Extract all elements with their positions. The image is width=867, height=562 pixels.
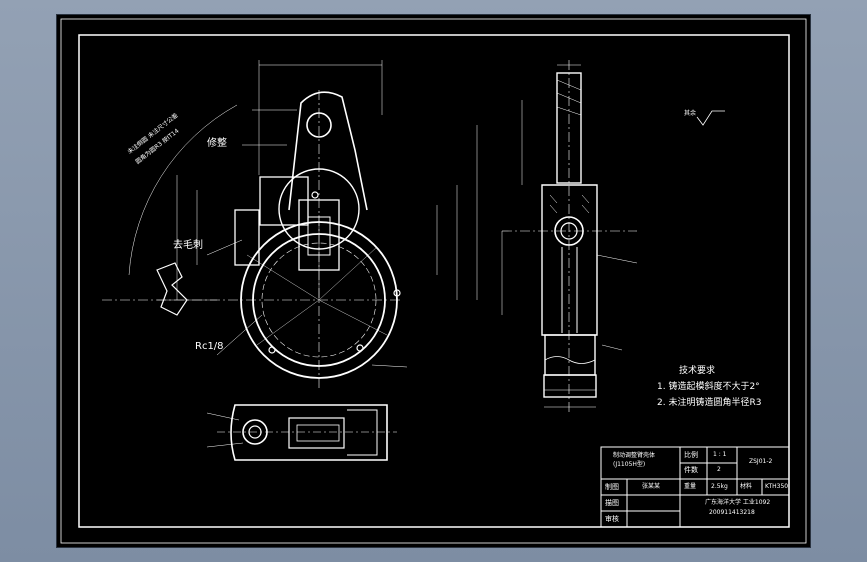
- material-label: 材料: [740, 483, 753, 490]
- thread-label: Rc1/8: [195, 341, 224, 352]
- weight-label: 重量: [684, 483, 697, 490]
- surface-finish-note: 其余: [684, 110, 697, 117]
- scale-value: 1 : 1: [713, 451, 727, 458]
- draw-label: 描图: [605, 499, 619, 507]
- tech-req-item1: 1. 铸造起模斜度不大于2°: [657, 382, 760, 392]
- drawn-name: 张某某: [642, 483, 661, 490]
- drawing-sheet: 修整 去毛刺 Rc1/8 未注倒圆 未注尺寸公差 圆角为圆R3 按IT14 其余…: [57, 15, 810, 547]
- school-name: 广东海洋大学 工业1092: [705, 499, 771, 506]
- scale-label: 比例: [684, 451, 698, 459]
- part-name-line2: (J1105H型): [613, 461, 646, 468]
- tech-req-title: 技术要求: [679, 366, 716, 376]
- qty-value: 2: [717, 466, 721, 473]
- drawn-label: 制图: [605, 483, 619, 491]
- weight-value: 2.5kg: [711, 483, 728, 490]
- material-value: KTH350: [765, 483, 789, 490]
- engineering-drawing: [60, 18, 807, 544]
- deburr-label: 去毛刺: [173, 240, 203, 251]
- tech-req-item2: 2. 未注明铸造圆角半径R3: [657, 398, 762, 408]
- part-name-line1: 制动调整臂壳体: [613, 452, 656, 459]
- qty-label: 件数: [684, 466, 698, 474]
- student-id: 200911413218: [709, 509, 755, 516]
- drawing-number: ZSJ01-2: [749, 458, 773, 465]
- rough-label: 修整: [207, 138, 227, 149]
- check-label: 审核: [605, 515, 619, 523]
